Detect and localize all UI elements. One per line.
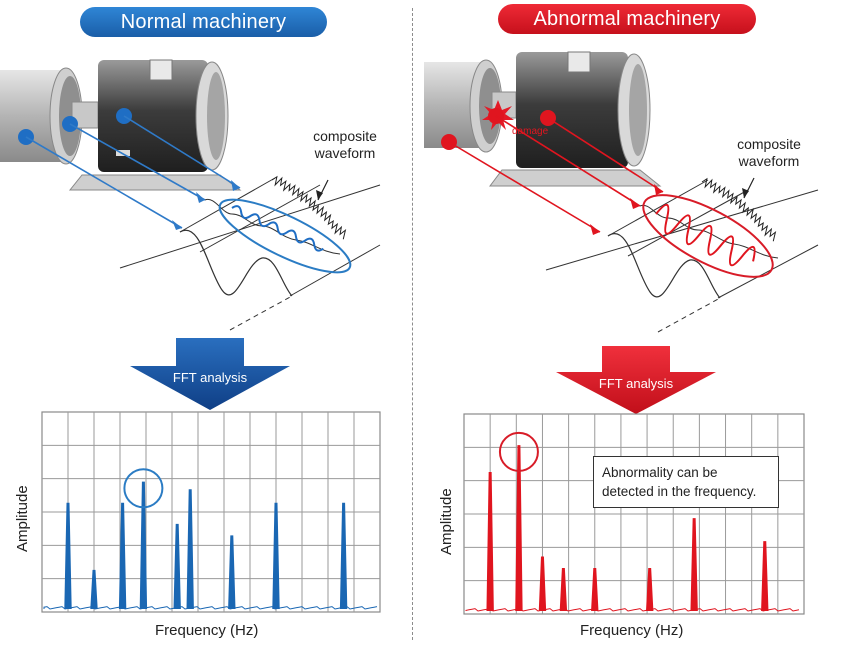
normal-spectrum-chart [41,411,381,613]
damage-label: damage [512,126,549,137]
waveform-highlight [218,198,352,274]
composite-waveform [701,177,777,242]
low-frequency-wave [607,233,721,299]
spectrum-peak [228,535,236,610]
amplitude-label: Amplitude [14,485,31,552]
fft-arrow [556,346,716,414]
spectrum-peak [272,502,280,610]
fft-label: FFT analysis [172,370,248,385]
composite-pointer-head [742,188,749,198]
pipe-casing [0,67,83,165]
spectrum-peak [645,568,654,612]
spectrum-peak [591,568,599,612]
projection-arrows [448,115,664,233]
waveform-axes [545,179,819,333]
waveform-highlight [642,194,774,278]
arrow-heads [172,180,240,230]
fft-label: FFT analysis [598,376,674,391]
normal-title: Normal machinery [80,7,327,37]
pipe-casing [424,59,503,153]
amplitude-label: Amplitude [438,488,455,555]
vibration-wave [655,203,756,267]
spectrum-peak [118,502,127,610]
motor [68,59,242,191]
spectrum-peak [339,502,348,610]
mid-frequency-wave [204,198,341,255]
frequency-label: Frequency (Hz) [580,622,684,639]
spectrum-peak [538,556,547,612]
spectrum-peak [64,502,72,610]
spectrum-peak [139,481,148,610]
vibration-wave [231,205,324,252]
abnormal-spectrum-chart [463,413,805,615]
spectrum-peak [186,489,194,610]
frequency-label: Frequency (Hz) [155,622,259,639]
spectrum-peak [486,472,494,612]
spectrum-peak [90,569,98,610]
spectrum-peak [761,541,769,612]
mid-frequency-wave [639,204,779,259]
peak-highlight-circle [498,431,539,472]
composite-waveform [271,175,347,240]
abnormal-title: Abnormal machinery [498,4,756,34]
waveform-axes [119,177,381,331]
normal-illustration [0,59,381,613]
fft-arrow [130,338,290,410]
spectrum-peak [173,523,181,610]
spectrum-peak [515,445,523,612]
projection-arrows [25,115,241,229]
low-frequency-wave [179,229,293,297]
composite-pointer-head [316,190,323,200]
abnormal-illustration [424,51,819,615]
motor [489,51,662,187]
panel-divider [412,8,413,640]
spectrum-peak [690,518,698,612]
arrow-heads [590,184,663,235]
peak-highlight-circle [123,468,164,509]
spectrum-peak [559,568,568,612]
